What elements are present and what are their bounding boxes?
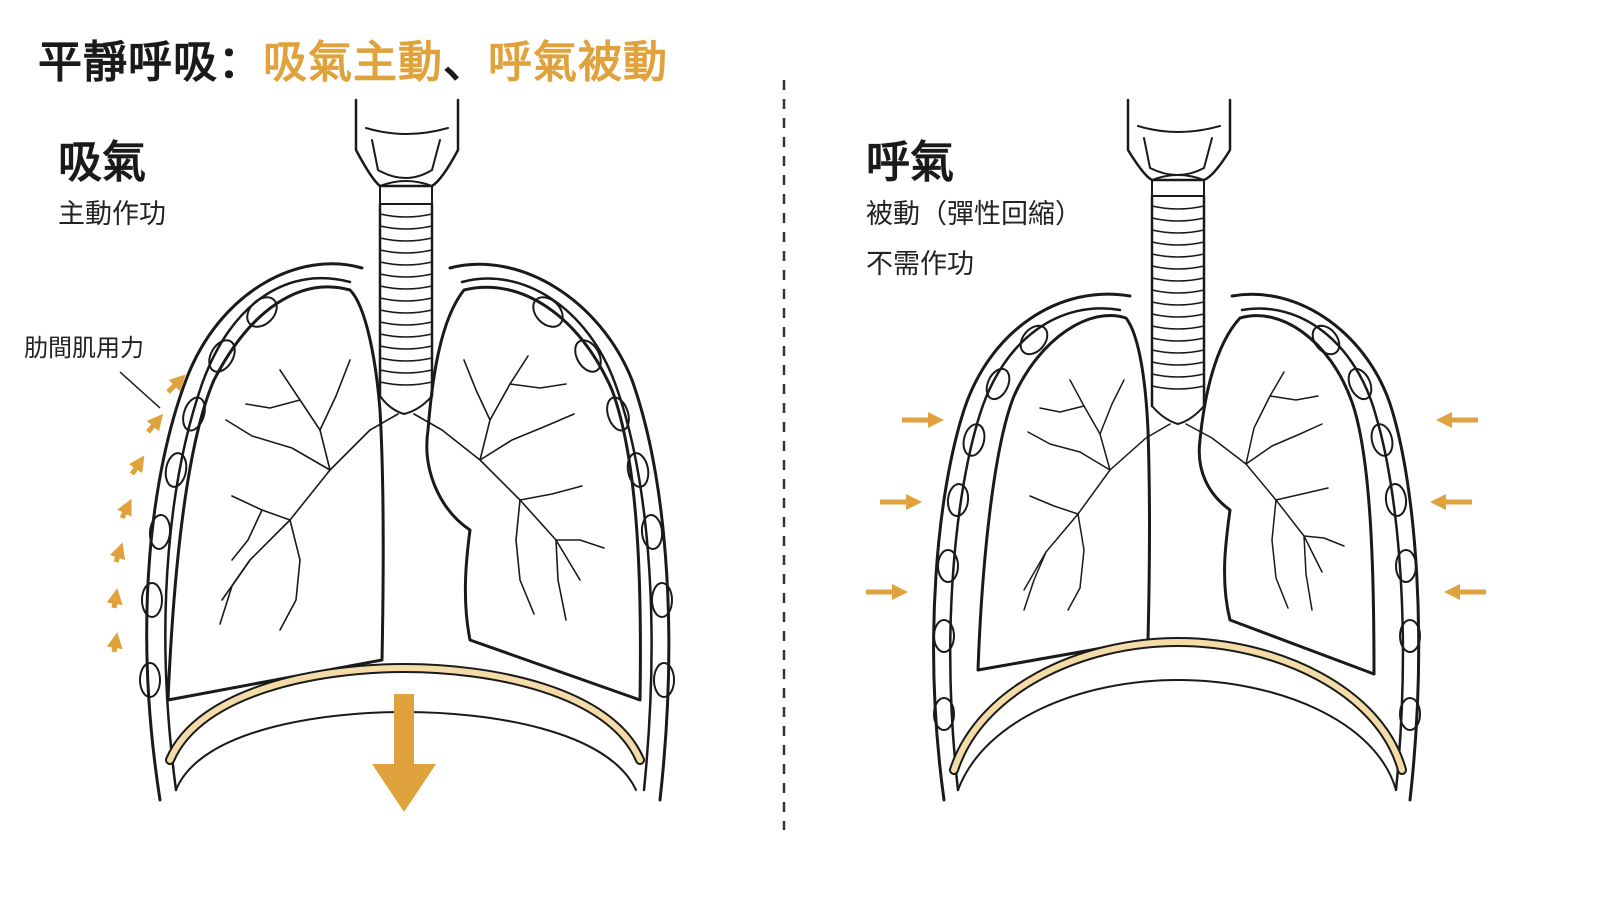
diaphragm-right bbox=[949, 637, 1407, 791]
diaphragm-down-arrow bbox=[372, 694, 436, 812]
exhale-heading: 呼氣 bbox=[866, 137, 954, 188]
lungs-right bbox=[976, 314, 1376, 676]
inward-recoil-arrows bbox=[866, 411, 1486, 601]
right-lung-left-panel bbox=[166, 285, 385, 702]
inhale-heading: 吸氣 bbox=[58, 137, 146, 188]
larynx-left bbox=[354, 98, 460, 205]
exhale-subtitle-recoil: 被動（彈性回縮） bbox=[866, 199, 1082, 230]
inhale-subtitle: 主動作功 bbox=[58, 199, 166, 230]
page-title: 平靜呼吸：吸氣主動、呼氣被動 bbox=[38, 26, 668, 90]
intercostal-callout: 肋間肌用力 bbox=[24, 334, 144, 362]
intercostal-arrows bbox=[106, 374, 186, 653]
title-prefix: 平靜呼吸： bbox=[38, 37, 263, 88]
left-lung-left-panel bbox=[425, 285, 642, 702]
trachea-left bbox=[378, 202, 434, 415]
rib-cage-left bbox=[145, 262, 671, 802]
title-separator: 、 bbox=[443, 37, 488, 88]
lungs-left bbox=[166, 285, 642, 702]
callout-leader-line bbox=[119, 371, 161, 409]
inhale-thorax bbox=[139, 98, 675, 802]
rib-beads-right bbox=[933, 324, 1421, 731]
exhale-subtitle-no-work: 不需作功 bbox=[866, 249, 974, 280]
bronchi-right bbox=[1023, 371, 1345, 611]
right-lung-right-panel bbox=[976, 314, 1151, 672]
left-lung-right-panel bbox=[1197, 314, 1376, 676]
bronchi-left bbox=[219, 355, 605, 631]
title-inhale-active: 吸氣主動 bbox=[263, 37, 443, 88]
trachea-right bbox=[1150, 194, 1206, 425]
larynx-right bbox=[1126, 98, 1232, 197]
rib-cage-right bbox=[932, 292, 1421, 802]
title-exhale-passive: 呼氣被動 bbox=[488, 37, 668, 88]
exhale-thorax bbox=[932, 98, 1421, 802]
rib-beads-left bbox=[139, 296, 675, 698]
